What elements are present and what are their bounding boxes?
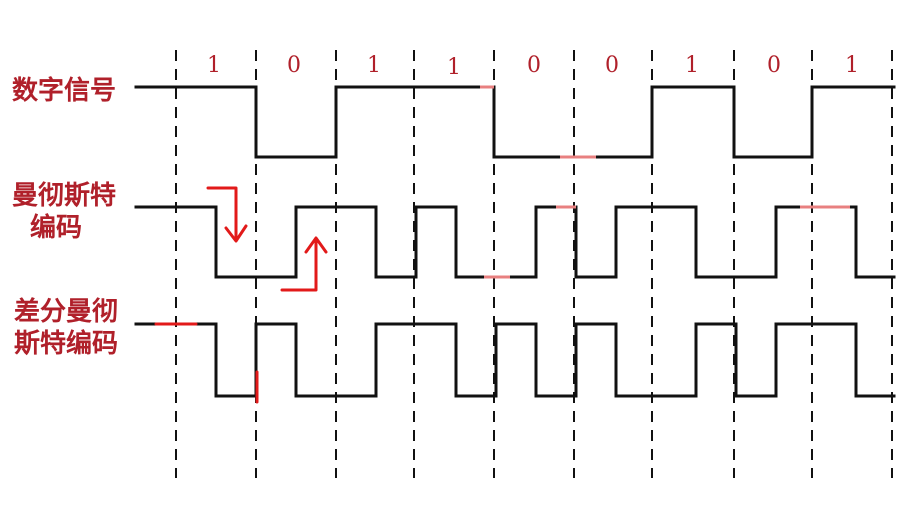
bit-label: 0 bbox=[287, 53, 301, 78]
bit-label: 1 bbox=[685, 53, 699, 78]
bit-label: 1 bbox=[845, 53, 859, 78]
label-diff-line-2: 斯特编码 bbox=[14, 328, 118, 359]
label-diff-line-1: 差分曼彻 bbox=[14, 296, 118, 327]
up-arrow-annotation bbox=[280, 236, 328, 292]
label-digital-signal: 数字信号 bbox=[12, 75, 116, 106]
bit-label: 0 bbox=[527, 53, 541, 78]
bit-label: 1 bbox=[207, 53, 221, 78]
highlight-ticks bbox=[480, 85, 850, 279]
down-arrow-annotation bbox=[206, 186, 248, 243]
bit-label: 0 bbox=[767, 53, 781, 78]
annotations bbox=[154, 186, 328, 404]
bit-boundary-grid bbox=[175, 50, 893, 478]
label-digital-line-1: 数字信号 bbox=[12, 75, 116, 106]
bit-values: 1 0 1 1 0 0 1 0 1 bbox=[207, 53, 859, 80]
label-manchester: 曼彻斯特 编码 bbox=[12, 180, 116, 243]
differential-manchester-waveform bbox=[134, 322, 896, 398]
digital-signal-waveform bbox=[134, 85, 896, 159]
label-differential-manchester: 差分曼彻 斯特编码 bbox=[14, 296, 118, 359]
bit-label: 0 bbox=[605, 53, 619, 78]
bit-label: 1 bbox=[367, 53, 381, 78]
bit-label: 1 bbox=[447, 55, 461, 80]
label-manchester-line-2: 编码 bbox=[30, 212, 82, 243]
label-manchester-line-1: 曼彻斯特 bbox=[12, 180, 116, 211]
manchester-waveform bbox=[134, 205, 896, 279]
